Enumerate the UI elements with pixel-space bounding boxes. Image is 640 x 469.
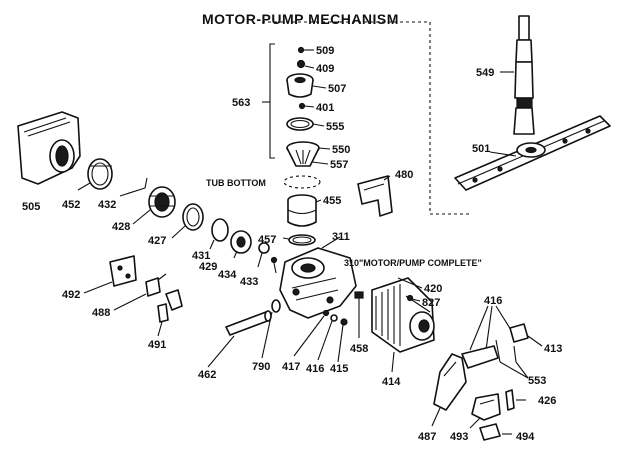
label-432: 432 <box>98 199 116 211</box>
label-488: 488 <box>92 307 110 319</box>
part-429-impeller <box>230 230 252 259</box>
label-492: 492 <box>62 289 80 301</box>
part-409-washer <box>296 59 315 69</box>
part-501-spray-arm <box>454 115 611 191</box>
part-428-motor-seal <box>132 186 176 225</box>
part-491-clip <box>157 289 183 337</box>
part-492-relay <box>83 255 137 294</box>
part-415-nut <box>337 318 348 363</box>
part-311-pump-body <box>279 236 357 319</box>
label-505: 505 <box>22 201 40 213</box>
part-790-clamp <box>261 299 281 359</box>
part-431-ring <box>209 218 229 250</box>
label-401: 401 <box>316 102 334 114</box>
label-501: 501 <box>472 143 490 155</box>
part-432-wire <box>119 177 148 197</box>
label-509: 509 <box>316 45 334 57</box>
part-416-washer <box>317 314 338 361</box>
label-428: 428 <box>112 221 130 233</box>
label-415: 415 <box>330 363 348 375</box>
label-491: 491 <box>148 339 166 351</box>
part-401-ball <box>298 102 315 110</box>
part-455-pump-cover <box>287 194 322 227</box>
label-563: 563 <box>232 97 250 109</box>
part-553-spring <box>495 339 529 379</box>
part-416-bracket-assembly <box>461 305 517 369</box>
part-414-motor <box>371 277 435 373</box>
label-434: 434 <box>218 269 237 281</box>
label-413: 413 <box>544 343 562 355</box>
label-487: 487 <box>418 431 436 443</box>
part-507-hub <box>286 73 327 98</box>
label-827: 827 <box>422 297 440 309</box>
part-549-tube-assembly <box>500 15 535 135</box>
label-416: 416 <box>306 363 324 375</box>
part-420-wire <box>397 277 423 289</box>
bracket-563 <box>269 43 275 159</box>
label-494: 494 <box>516 431 535 443</box>
part-488-switch <box>113 273 167 311</box>
part-487-mount <box>431 353 467 427</box>
label-tub-bottom: TUB BOTTOM <box>206 178 266 188</box>
label-507: 507 <box>328 83 346 95</box>
label-311: 311 <box>332 231 350 243</box>
label-429: 429 <box>199 261 217 273</box>
tub-bottom-seal <box>283 175 321 189</box>
label-480: 480 <box>395 169 413 181</box>
label-409: 409 <box>316 63 334 75</box>
part-434-plug <box>257 242 270 268</box>
label-555: 555 <box>326 121 344 133</box>
part-480-bracket <box>357 175 393 217</box>
part-550-impeller <box>286 141 331 167</box>
label-553: 553 <box>528 375 546 387</box>
part-509-screw <box>297 46 314 54</box>
part-427-gasket <box>171 203 204 239</box>
label-417: 417 <box>282 361 300 373</box>
label-416-right: 416 <box>484 295 502 307</box>
part-827-screw <box>406 294 421 302</box>
label-462: 462 <box>198 369 216 381</box>
label-549: 549 <box>476 67 494 79</box>
part-494-block <box>479 423 512 441</box>
label-414: 414 <box>382 376 401 388</box>
label-493: 493 <box>450 431 468 443</box>
part-452-ring <box>77 158 113 191</box>
part-505-housing <box>17 111 81 185</box>
label-457: 457 <box>258 234 276 246</box>
label-790: 790 <box>252 361 270 373</box>
label-motor-pump-complete: 310"MOTOR/PUMP COMPLETE" <box>344 258 482 268</box>
part-493-bracket <box>469 393 501 429</box>
part-462-hose <box>207 310 272 368</box>
part-555-ring <box>286 117 325 131</box>
label-458: 458 <box>350 343 368 355</box>
label-427: 427 <box>148 235 166 247</box>
label-420: 420 <box>424 283 442 295</box>
label-426: 426 <box>538 395 556 407</box>
part-413-clip <box>509 323 543 347</box>
label-431: 431 <box>192 250 210 262</box>
part-433-washer <box>270 256 278 274</box>
part-457-gasket <box>282 234 316 246</box>
diagram-title: MOTOR-PUMP MECHANISM <box>202 11 399 27</box>
label-550: 550 <box>332 144 350 156</box>
label-557: 557 <box>330 159 348 171</box>
assembly-dashed-guide <box>262 21 470 215</box>
part-417-screw <box>293 309 330 357</box>
label-433: 433 <box>240 276 258 288</box>
label-452: 452 <box>62 199 80 211</box>
part-458-nut <box>354 291 364 338</box>
label-455: 455 <box>323 195 341 207</box>
part-426-clip <box>505 389 526 411</box>
